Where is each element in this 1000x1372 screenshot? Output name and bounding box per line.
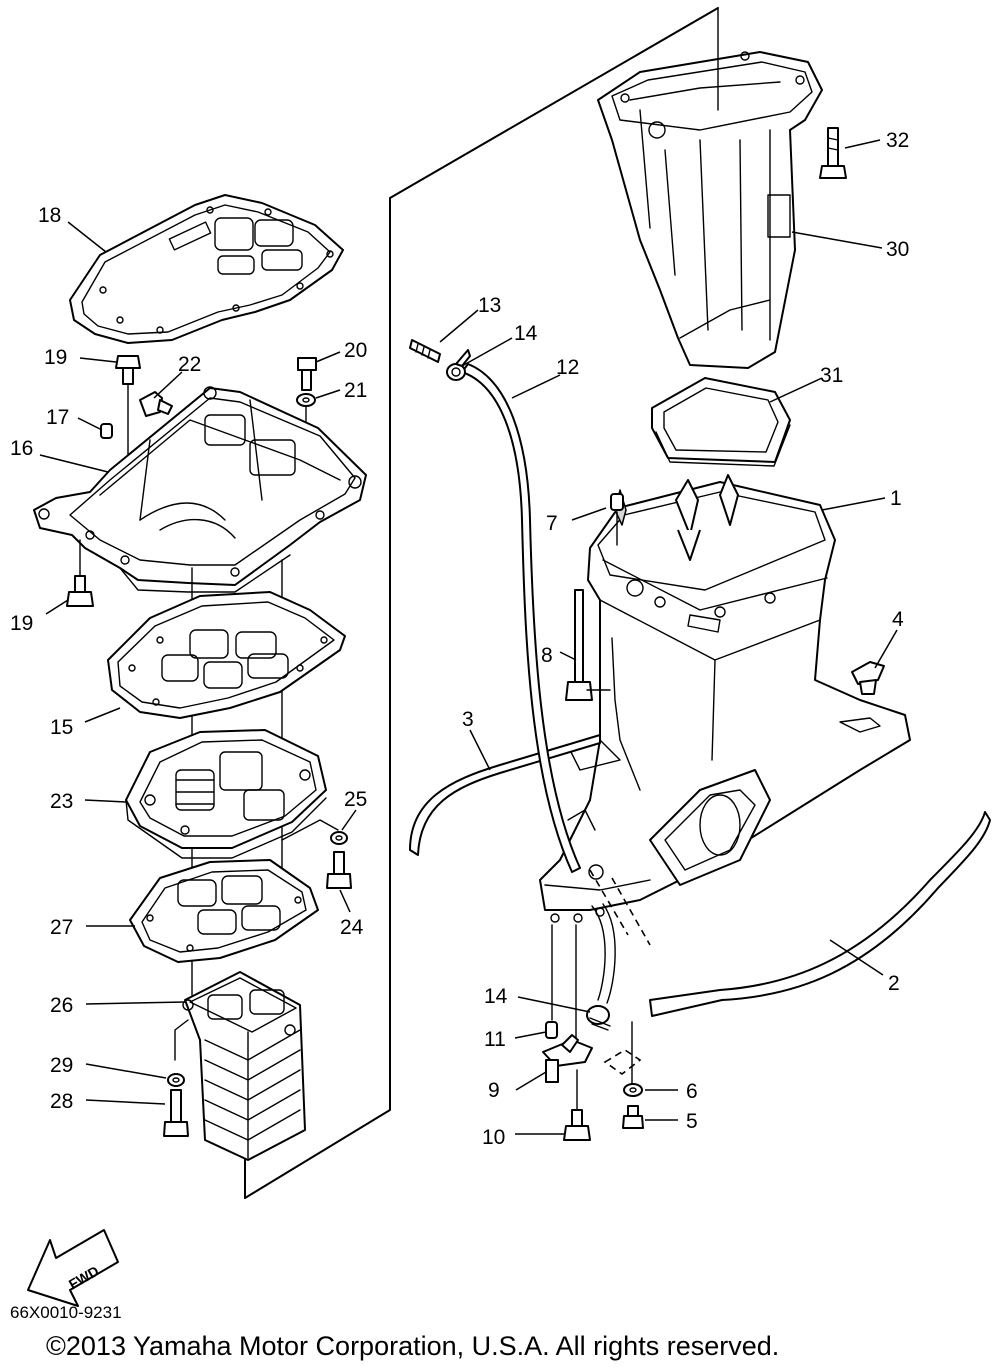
callout-19-lower: 19: [10, 612, 33, 635]
callout-4: 4: [892, 608, 904, 631]
callout-21: 21: [344, 379, 367, 402]
bolt-part-24: [326, 851, 352, 889]
gasket-part-18: [69, 194, 344, 344]
upper-casing-part: [597, 7, 823, 369]
dowel-pin-part-7: [610, 493, 624, 546]
callout-20: 20: [344, 339, 367, 362]
rubber-strip-part-2: [649, 811, 991, 1017]
bolt-part-20: [297, 357, 317, 391]
dowel-pin-part-17: [100, 423, 113, 439]
callout-6: 6: [686, 1080, 698, 1103]
hose-part-12: [461, 363, 616, 1004]
exhaust-plate-part-23: [125, 729, 327, 859]
gasket-part-15: [107, 591, 346, 719]
callout-14-lower: 14: [484, 985, 508, 1008]
anode-part-dashed: [603, 1021, 642, 1096]
callout-16: 16: [10, 437, 33, 460]
drawing-code: 66X0010-9231: [10, 1303, 122, 1322]
callout-27: 27: [50, 916, 73, 939]
bolt-part-32: [819, 127, 847, 179]
callout-24: 24: [340, 916, 364, 939]
callout-30: 30: [886, 238, 909, 261]
callout-5: 5: [686, 1110, 698, 1133]
clip-part-14-lower: [586, 1005, 611, 1031]
leader-lines: [39, 139, 898, 1135]
callout-26: 26: [50, 994, 73, 1017]
callout-10: 10: [482, 1126, 505, 1149]
callout-18: 18: [38, 204, 61, 227]
copyright-notice: ©2013 Yamaha Motor Corporation, U.S.A. A…: [46, 1331, 779, 1361]
callout-1: 1: [890, 487, 902, 510]
callout-15: 15: [50, 716, 73, 739]
washer-part-29: [167, 1073, 185, 1087]
forward-direction-arrow: FWD: [27, 1229, 119, 1307]
callout-31: 31: [820, 364, 843, 387]
long-bolt-part-8: [565, 589, 611, 701]
callout-13: 13: [478, 294, 501, 317]
callout-25: 25: [344, 788, 367, 811]
bolt-part-28: [163, 1089, 189, 1137]
callout-labels: 1 2 3 4 5 6 7 8 9 10 11 12 13 14 14 15 1…: [10, 129, 909, 1149]
nipple-part-13: [409, 339, 441, 363]
callout-22: 22: [178, 353, 201, 376]
fitting-part-22: [139, 391, 173, 417]
bolt-part-10: [563, 1069, 591, 1141]
gasket-part-27: [129, 859, 319, 996]
callout-2: 2: [888, 972, 900, 995]
callout-3: 3: [462, 708, 474, 731]
callout-23: 23: [50, 790, 73, 813]
seal-part-31: [651, 377, 791, 467]
callout-11: 11: [484, 1028, 506, 1051]
lower-casing-part: [539, 474, 911, 946]
washer-part-6: [623, 1083, 643, 1097]
callout-28: 28: [50, 1090, 73, 1113]
callout-8: 8: [541, 644, 553, 667]
callout-14-upper: 14: [514, 322, 538, 345]
washer-part-25: [330, 831, 348, 845]
callout-19-upper: 19: [44, 346, 67, 369]
bolt-part-5: [622, 1105, 644, 1129]
callout-12: 12: [556, 356, 579, 379]
callout-17: 17: [46, 406, 69, 429]
bracket-line: [281, 819, 339, 841]
callout-7: 7: [546, 512, 558, 535]
callout-29: 29: [50, 1054, 73, 1077]
callout-9: 9: [488, 1079, 500, 1102]
dowel-pin-part-11: [545, 1021, 558, 1039]
muffler-part-26: [174, 971, 306, 1161]
clip-part-14-upper: [446, 349, 471, 381]
exhaust-guide-part-16: [33, 386, 367, 881]
callout-32: 32: [886, 129, 909, 152]
bolt-part-19-lower: [66, 539, 94, 607]
rubber-strip-part-3: [409, 734, 601, 856]
grommet-part-4: [851, 661, 885, 695]
